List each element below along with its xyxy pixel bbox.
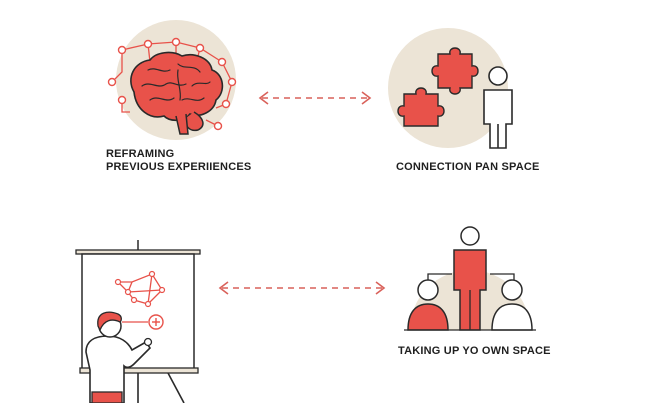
network-nodes xyxy=(107,37,237,131)
presenter-figure xyxy=(85,311,153,404)
brain-stem xyxy=(175,113,189,135)
puzzle-piece-bottom xyxy=(397,87,445,127)
caption-connection-line-1: CONNECTION PAN SPACE xyxy=(396,161,540,173)
presenter-easel-icon xyxy=(75,240,201,404)
left-person xyxy=(407,279,449,331)
connector-bottom-right-head xyxy=(375,281,386,295)
presenter-pants xyxy=(91,391,123,404)
caption-own-space-line-1: TAKING UP YO OWN SPACE xyxy=(398,345,551,357)
puzzle-piece-top xyxy=(431,47,479,95)
presenter-hand xyxy=(143,337,153,347)
connector-bottom-left-head xyxy=(218,281,229,295)
easel-tray xyxy=(79,367,199,374)
caption-connection: CONNECTION PAN SPACE xyxy=(396,161,540,174)
brain-network-icon xyxy=(107,20,237,140)
caption-reframing-line-2: PREVIOUS EXPERIIENCES xyxy=(106,161,252,173)
presenter-hair xyxy=(97,311,122,332)
brain-folds xyxy=(141,63,211,101)
people-group-icon xyxy=(404,226,536,331)
brain-shape xyxy=(130,51,224,122)
connector-top-right-head xyxy=(361,91,372,105)
connector-top-left-head xyxy=(258,91,269,105)
person-outline xyxy=(483,66,513,149)
right-person xyxy=(491,279,533,331)
plus-circle-icon xyxy=(148,314,164,330)
caption-reframing: REFRAMING PREVIOUS EXPERIIENCES xyxy=(106,148,251,174)
presenter-shirt xyxy=(85,335,152,404)
double-arrow-dashed-icon xyxy=(258,91,372,105)
caption-own-space: TAKING UP YO OWN SPACE xyxy=(398,345,551,358)
double-arrow-dashed-icon xyxy=(218,281,386,295)
puzzle-person-icon xyxy=(388,28,513,149)
caption-reframing-line-1: REFRAMING xyxy=(106,148,175,160)
board-nodes xyxy=(114,270,166,308)
